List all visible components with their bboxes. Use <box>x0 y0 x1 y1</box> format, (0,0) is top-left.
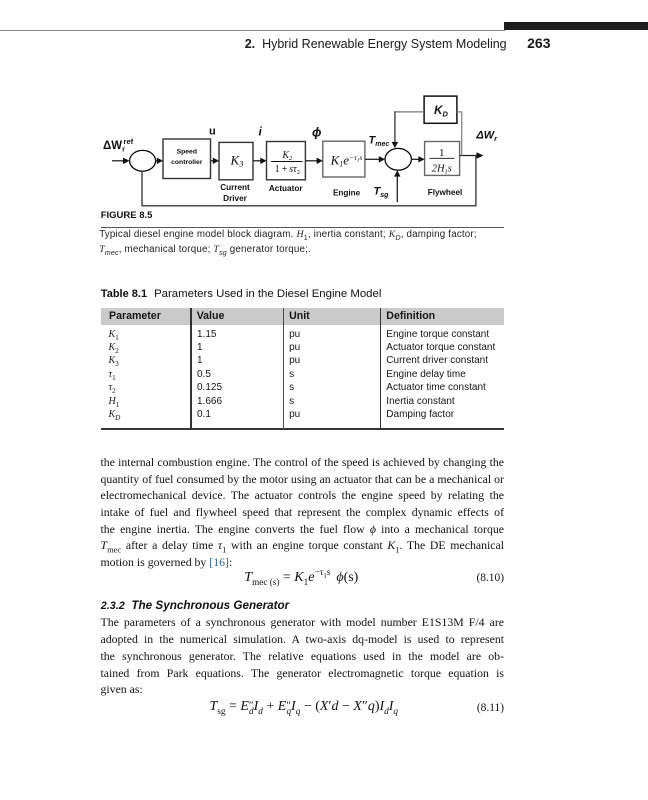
svg-text:u: u <box>209 126 216 138</box>
svg-text:1: 1 <box>439 147 445 159</box>
svg-text:2H1s: 2H1s <box>432 164 452 176</box>
svg-text:K1e−τ1s: K1e−τ1s <box>330 153 363 169</box>
svg-text:1 + sτ2: 1 + sτ2 <box>275 164 300 176</box>
svg-text:controller: controller <box>171 159 203 166</box>
svg-text:i: i <box>259 125 263 139</box>
svg-text:Driver: Driver <box>223 194 247 203</box>
svg-text:ϕ: ϕ <box>312 126 321 140</box>
svg-text:Tmec: Tmec <box>369 135 390 149</box>
svg-text:Current: Current <box>220 183 250 192</box>
svg-text:Engine: Engine <box>333 188 361 197</box>
svg-text:Flywheel: Flywheel <box>428 188 463 197</box>
svg-text:ΔWrref: ΔWrref <box>103 137 134 154</box>
svg-text:KD: KD <box>434 105 448 118</box>
svg-text:Tsg: Tsg <box>374 186 390 200</box>
svg-text:Actuator: Actuator <box>269 184 303 193</box>
svg-text:ΔWr: ΔWr <box>475 130 498 144</box>
svg-text:Speed: Speed <box>177 149 197 156</box>
svg-text:K2: K2 <box>281 150 293 162</box>
svg-text:K3: K3 <box>230 153 244 169</box>
